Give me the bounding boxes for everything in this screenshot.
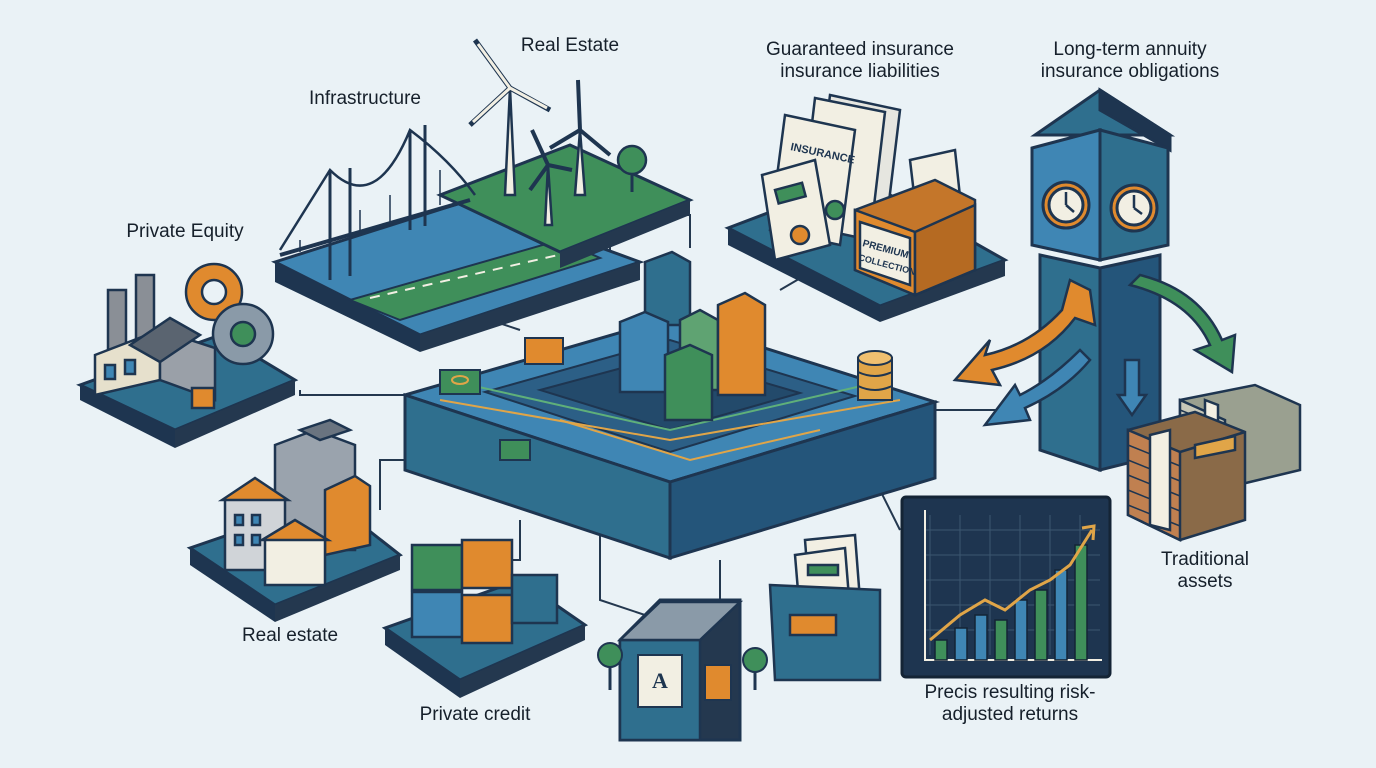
label-traditional-assets: Traditional assets — [1160, 549, 1249, 592]
gears-icon — [184, 262, 275, 366]
premium-collection-box-icon: PREMIUM COLLECTION — [853, 178, 977, 297]
coin-stack-icon — [857, 350, 893, 401]
flow-arrows — [952, 273, 1237, 427]
central-platform — [399, 250, 941, 561]
label-risk-adjusted-returns: Precis resulting risk- adjusted returns — [924, 682, 1096, 725]
vault-letter: A — [652, 668, 668, 693]
label-private-credit: Private credit — [419, 704, 531, 725]
buildings-icon — [217, 418, 372, 587]
label-guaranteed-insurance: Guaranteed insurance insurance liabiliti… — [765, 39, 954, 82]
returns-chart-panel — [900, 495, 1112, 679]
factory-icon — [93, 273, 217, 410]
label-private-equity: Private Equity — [126, 221, 244, 242]
puzzle-blocks-icon — [410, 538, 559, 645]
wind-turbine-icons — [468, 38, 648, 227]
suspension-bridge-icon — [278, 125, 477, 280]
document-folder-icon — [768, 533, 882, 682]
label-infrastructure: Infrastructure — [309, 88, 421, 109]
cash-stacks-icon — [1126, 383, 1302, 542]
platform-bars — [618, 250, 767, 422]
label-real-estate-top: Real Estate — [520, 35, 620, 56]
vault-icon: A — [597, 598, 768, 742]
label-real-estate-bottom: Real estate — [241, 625, 339, 646]
label-long-term-annuity: Long-term annuity insurance obligations — [1040, 39, 1220, 82]
